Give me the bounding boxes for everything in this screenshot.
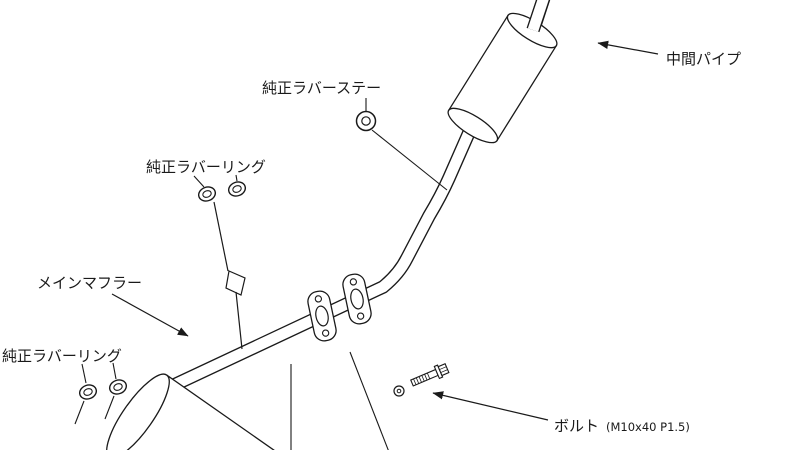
ring-lower-tail-2 xyxy=(104,395,115,420)
rubber-ring-lower-1 xyxy=(78,384,98,400)
main-muffler-arrow xyxy=(111,293,189,337)
label-bolt-spec: (M10x40 P1.5) xyxy=(606,420,690,434)
label-bolt-name: ボルト xyxy=(554,417,599,435)
label-rubber-ring-upper: 純正ラバーリング xyxy=(146,158,266,176)
rubber-stay-grommet xyxy=(355,110,377,132)
rubber-ring-upper-2 xyxy=(227,181,247,197)
main-muffler-drawing xyxy=(106,373,307,450)
label-rubber-ring-lower: 純正ラバーリング xyxy=(2,347,122,365)
washer-drawing xyxy=(393,385,405,397)
bolt-drawing xyxy=(410,363,450,387)
rubber-ring-upper-1 xyxy=(197,186,217,202)
ring-upper-label-line-1 xyxy=(193,175,205,188)
flange-plate-rear xyxy=(342,273,372,325)
label-intermediate-pipe: 中間パイプ xyxy=(666,50,741,68)
bottom-leader-line-2 xyxy=(349,351,389,450)
hanger-bracket xyxy=(213,201,246,350)
ring-lower-tail-1 xyxy=(74,400,85,425)
connector-lines xyxy=(74,98,448,450)
label-main-muffler: メインマフラー xyxy=(37,274,142,292)
label-arrows xyxy=(111,40,659,421)
ring-lower-label-line-1 xyxy=(81,363,87,384)
label-bolt: ボルト (M10x40 P1.5) xyxy=(554,417,690,435)
stay-to-pipe-line xyxy=(371,129,448,191)
ring-upper-label-line-2 xyxy=(235,174,238,182)
label-rubber-stay: 純正ラバーステー xyxy=(262,79,381,97)
flange-plate-front xyxy=(307,290,337,342)
bolt-arrow xyxy=(432,391,549,421)
intermediate-pipe-arrow xyxy=(597,40,659,55)
rubber-ring-lower-2 xyxy=(108,379,128,395)
ring-lower-label-line-2 xyxy=(112,362,117,380)
intermediate-pipe-drawing xyxy=(169,0,551,393)
resonator-body xyxy=(447,12,558,144)
pipe-top-stub xyxy=(526,0,551,33)
